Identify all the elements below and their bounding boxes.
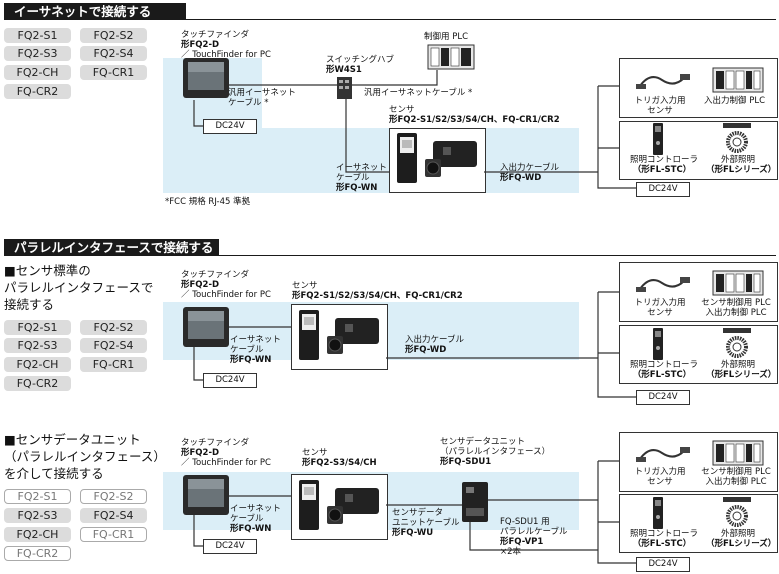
model-chip: FQ-CR1	[80, 357, 147, 372]
io-cable-label: 入出力ケーブル 形FQ-WD	[500, 163, 559, 183]
model-chip: FQ-CR1	[80, 65, 147, 80]
model-chip: FQ-CR2	[4, 376, 71, 391]
footnote: *FCC 規格 RJ-45 準拠	[165, 197, 251, 207]
external-light-label: 外部照明 （形FLシリーズ）	[706, 529, 777, 549]
sensor-camera-icon	[298, 309, 380, 361]
dc24v-box: DC24V	[203, 119, 257, 134]
model-chip: FQ2-CH	[4, 65, 71, 80]
touchfinder-label: タッチファインダ 形FQ2-D ／ TouchFinder for PC	[181, 30, 271, 60]
section-header-ethernet: イーサネットで接続する	[4, 3, 776, 20]
sensor-label: センサ 形FQ2-S1/S2/S3/S4/CH、FQ-CR1/CR2	[389, 105, 560, 125]
switching-hub-label: スイッチングハブ 形W4S1	[326, 55, 395, 75]
model-chip: FQ2-S4	[80, 338, 147, 353]
light-controller-icon	[653, 123, 663, 155]
ethernet-cable-label: イーサネット ケーブル 形FQ-WN	[230, 335, 281, 365]
model-chip: FQ2-S4	[80, 46, 147, 61]
touchfinder-icon	[183, 475, 229, 515]
subsection-heading: ■センサデータユニット （パラレルインタフェース） を介して接続する	[4, 432, 166, 481]
section-2-lines	[193, 291, 636, 398]
plc-icon	[712, 440, 764, 466]
ethernet-cable-label: イーサネット ケーブル 形FQ-WN	[230, 504, 281, 534]
divider	[4, 255, 776, 256]
section-header-parallel: パラレルインタフェースで接続する	[4, 239, 776, 256]
trigger-sensor-label: トリガ入力用 センサ	[634, 298, 686, 318]
external-light-label: 外部照明 （形FLシリーズ）	[706, 155, 777, 175]
switching-hub-icon	[337, 77, 352, 99]
parallel-cable-label: FQ-SDU1 用 パラレルケーブル 形FQ-VP1 ×2本	[500, 517, 568, 557]
io-plc-label: センサ制御用 PLC 入出力制御 PLC	[701, 467, 771, 487]
model-chip: FQ2-S1	[4, 320, 71, 335]
trigger-sensor-icon	[635, 276, 691, 293]
lighting-devices-box	[619, 121, 778, 180]
sensor-camera-icon	[298, 479, 380, 531]
ring-light-icon	[721, 495, 753, 527]
external-light-label: 外部照明 （形FLシリーズ）	[706, 360, 777, 380]
ring-light-icon	[721, 121, 753, 153]
sensor-camera-icon	[396, 132, 478, 184]
dc24v-box: DC24V	[636, 557, 690, 572]
trigger-sensor-label: トリガ入力用 センサ	[634, 96, 686, 116]
touchfinder-icon	[183, 307, 229, 347]
sensor-data-unit-icon	[462, 482, 488, 522]
model-chip: FQ2-S1	[4, 28, 71, 43]
section-title: イーサネットで接続する	[4, 3, 186, 20]
model-chip: FQ2-S3	[4, 508, 71, 523]
light-controller-label: 照明コントローラ （形FL-STC）	[630, 529, 699, 549]
model-chip-unsupported: FQ-CR2	[4, 546, 71, 561]
ethernet-cable-label: 汎用イーサネット ケーブル *	[228, 88, 296, 108]
sensor-label: センサ 形FQ2-S1/S2/S3/S4/CH、FQ-CR1/CR2	[292, 281, 463, 301]
model-chip: FQ2-S3	[4, 338, 71, 353]
ethernet-cable-label: イーサネット ケーブル 形FQ-WN	[336, 163, 387, 193]
touchfinder-label: タッチファインダ 形FQ2-D ／ TouchFinder for PC	[181, 438, 271, 468]
model-chip: FQ2-CH	[4, 527, 71, 542]
model-chip: FQ2-CH	[4, 357, 71, 372]
section-1-lines	[193, 70, 636, 189]
io-plc-label: 入出力制御 PLC	[704, 96, 765, 106]
plc-icon	[712, 270, 764, 296]
sensor-label: センサ 形FQ2-S3/S4/CH	[302, 448, 377, 468]
dc24v-box: DC24V	[636, 390, 690, 405]
trigger-sensor-label: トリガ入力用 センサ	[634, 467, 686, 487]
subsection-heading: ■センサ標準の パラレルインタフェースで 接続する	[4, 263, 154, 312]
touchfinder-icon	[183, 58, 229, 98]
plc-icon	[712, 67, 764, 93]
ring-light-icon	[721, 326, 753, 358]
model-chip: FQ-CR2	[4, 84, 71, 99]
ethernet-cable-label: 汎用イーサネットケーブル *	[364, 88, 473, 98]
model-chip: FQ2-S2	[80, 28, 147, 43]
sdu-cable-label: センサデータ ユニットケーブル 形FQ-WU	[392, 508, 460, 538]
io-cable-label: 入出力ケーブル 形FQ-WD	[405, 335, 464, 355]
dc24v-box: DC24V	[636, 182, 690, 197]
model-chip: FQ2-S2	[80, 320, 147, 335]
sdu-label: センサデータユニット （パラレルインタフェース） 形FQ-SDU1	[440, 437, 551, 467]
model-chip-unsupported: FQ2-S2	[80, 489, 147, 504]
io-plc-label: センサ制御用 PLC 入出力制御 PLC	[701, 298, 771, 318]
model-chip: FQ2-S4	[80, 508, 147, 523]
control-plc-icon	[427, 44, 475, 70]
dc24v-box: DC24V	[203, 539, 257, 554]
light-controller-icon	[653, 497, 663, 529]
trigger-sensor-icon	[635, 73, 691, 90]
light-controller-icon	[653, 328, 663, 360]
model-chip-unsupported: FQ-CR1	[80, 527, 147, 542]
model-chip-unsupported: FQ2-S1	[4, 489, 71, 504]
light-controller-label: 照明コントローラ （形FL-STC）	[630, 155, 699, 175]
light-controller-label: 照明コントローラ （形FL-STC）	[630, 360, 699, 380]
touchfinder-label: タッチファインダ 形FQ2-D ／ TouchFinder for PC	[181, 270, 271, 300]
model-chip: FQ2-S3	[4, 46, 71, 61]
trigger-sensor-icon	[635, 446, 691, 463]
divider	[4, 19, 776, 20]
control-plc-label: 制御用 PLC	[424, 32, 468, 42]
section-title: パラレルインタフェースで接続する	[4, 239, 219, 256]
lighting-devices-box	[619, 494, 778, 553]
dc24v-box: DC24V	[203, 373, 257, 388]
section-3-lines	[193, 460, 636, 564]
lighting-devices-box	[619, 325, 778, 384]
